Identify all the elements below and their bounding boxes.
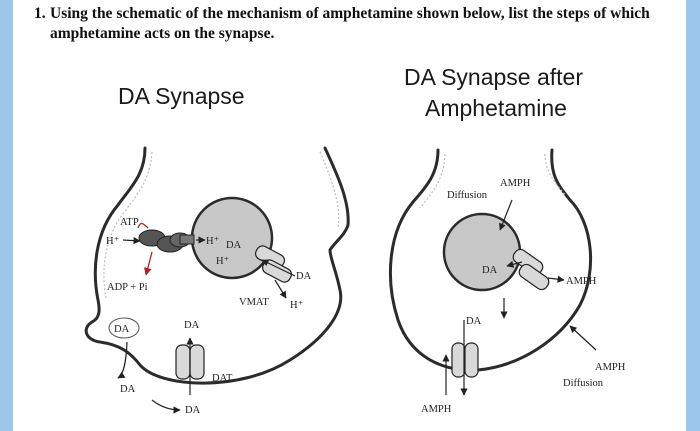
da-release-arrow	[117, 341, 128, 379]
atp-red-arrow	[137, 222, 149, 229]
label-amph-top: AMPH	[500, 178, 531, 189]
label-amph-right: AMPH	[566, 276, 597, 287]
label-amph-bottom-right: AMPH	[595, 362, 626, 373]
right-vmat-transporter-icon	[512, 248, 550, 291]
label-da-bubble: DA	[114, 324, 130, 335]
label-dat: DAT	[212, 373, 233, 384]
left-vesicle	[190, 196, 274, 280]
right-da-out-arrow	[506, 260, 523, 268]
label-amph-bottom: AMPH	[421, 404, 452, 415]
left-terminal-membrane	[84, 146, 350, 385]
label-diffusion-bottom: Diffusion	[563, 378, 604, 389]
da-release-bubble	[108, 317, 140, 339]
question-body: Using the schematic of the mechanism of …	[50, 5, 650, 42]
amph-diffusion-top-arrow	[499, 199, 513, 231]
right-inner-membrane	[419, 153, 567, 209]
question-number: 1.	[34, 5, 46, 22]
left-inner-membrane	[103, 151, 340, 299]
label-vmat: VMAT	[239, 297, 269, 308]
atp-pump-icon	[138, 229, 195, 253]
right-panel-title-line2: Amphetamine	[425, 95, 567, 121]
label-atp: ATP	[120, 217, 139, 228]
left-panel-title: DA Synapse	[118, 83, 245, 109]
right-panel-title-line1: DA Synapse after	[404, 64, 583, 90]
label-da-cytosol: DA	[184, 320, 200, 331]
label-h-plus-vesicle: H⁺	[216, 256, 230, 267]
right-amph-vmat-arrow	[547, 275, 565, 283]
amph-diffusion-bottom-arrow	[569, 325, 597, 351]
right-vesicle	[442, 212, 522, 292]
right-dat-transporter-icon	[451, 342, 479, 378]
label-adp: ADP + Pi	[107, 282, 148, 293]
label-h-plus-vmat: H⁺	[290, 300, 304, 311]
label-da-bottom-left: DA	[120, 384, 136, 395]
label-da-bottom: DA	[185, 405, 201, 416]
label-right-da-mid: DA	[466, 316, 482, 327]
label-da-vesicle: DA	[226, 240, 242, 251]
label-h-plus-pump: H⁺	[206, 236, 220, 247]
label-da-vmat: DA	[296, 271, 312, 282]
h-plus-vmat-arrow	[274, 279, 287, 299]
da-vmat-arrow	[261, 259, 296, 277]
label-h-plus-left: H⁺	[106, 236, 120, 247]
adp-red-arrow	[143, 251, 153, 276]
label-diffusion-top: Diffusion	[447, 190, 488, 201]
question-text: 1. Using the schematic of the mechanism …	[34, 4, 674, 44]
da-extracellular-arrow	[151, 399, 181, 414]
label-right-da-vesicle: DA	[482, 265, 498, 276]
h-plus-in-arrow	[122, 237, 141, 245]
